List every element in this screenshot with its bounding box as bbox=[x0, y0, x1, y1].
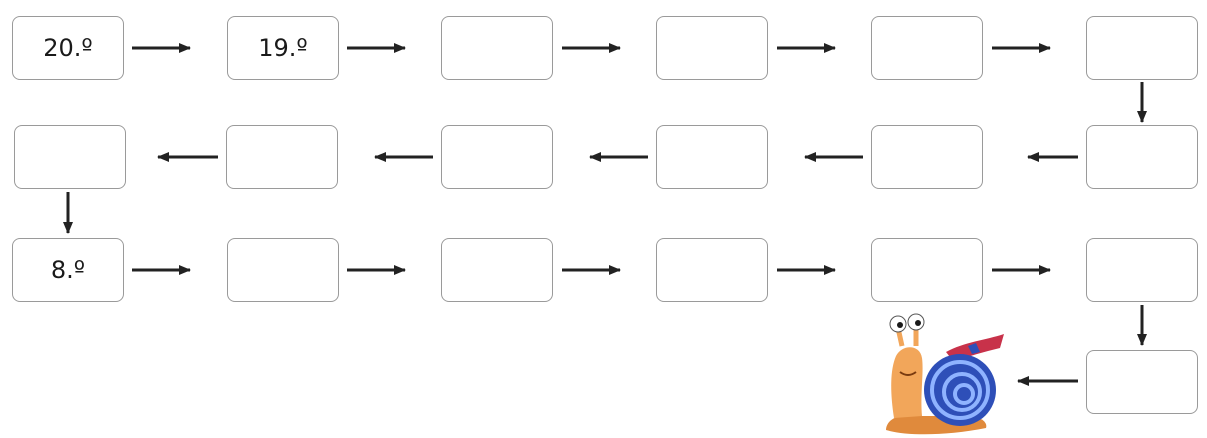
position-box-r1c2: 19.º bbox=[227, 16, 339, 80]
position-box-r1c1: 20.º bbox=[12, 16, 124, 80]
position-box-r3c2[interactable] bbox=[227, 238, 339, 302]
snail-icon bbox=[886, 313, 1004, 435]
position-box-r1c3[interactable] bbox=[441, 16, 553, 80]
position-box-r1c6[interactable] bbox=[1086, 16, 1198, 80]
position-box-r3c1: 8.º bbox=[12, 238, 124, 302]
position-box-r3c4[interactable] bbox=[656, 238, 768, 302]
position-box-r2c5[interactable] bbox=[871, 125, 983, 189]
position-box-r2c3[interactable] bbox=[441, 125, 553, 189]
position-box-r3c6[interactable] bbox=[1086, 238, 1198, 302]
position-box-r2c2[interactable] bbox=[226, 125, 338, 189]
position-box-r4c6[interactable] bbox=[1086, 350, 1198, 414]
position-box-r2c1[interactable] bbox=[14, 125, 126, 189]
position-box-r2c4[interactable] bbox=[656, 125, 768, 189]
position-box-r2c6[interactable] bbox=[1086, 125, 1198, 189]
position-box-r3c5[interactable] bbox=[871, 238, 983, 302]
position-box-r1c5[interactable] bbox=[871, 16, 983, 80]
position-box-r1c4[interactable] bbox=[656, 16, 768, 80]
position-box-r3c3[interactable] bbox=[441, 238, 553, 302]
